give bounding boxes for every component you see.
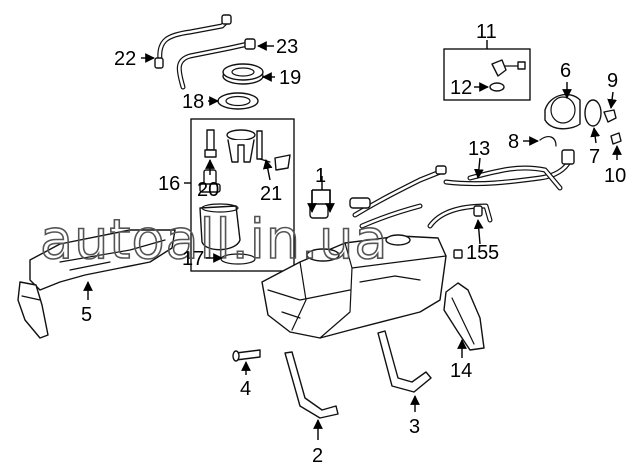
filler-pipe-13: [443, 149, 575, 191]
heat-shield-5: [17, 229, 176, 339]
tank-strap-3: [377, 330, 432, 393]
callout-18: 18: [182, 91, 204, 113]
leader-lines: [83, 40, 622, 440]
box-11: [443, 48, 531, 101]
callout-21: 21: [260, 183, 282, 205]
callout-3: 3: [409, 416, 420, 438]
callout-10: 10: [604, 165, 626, 187]
callout-20: 20: [197, 179, 219, 201]
lock-ring-19: [222, 63, 264, 85]
bolt-4: [232, 349, 261, 362]
callout-5-right: 5: [488, 242, 499, 264]
callout-2: 2: [312, 445, 323, 467]
callout-14: 14: [450, 360, 472, 382]
vent-hoses: [309, 165, 493, 229]
callout-9: 9: [607, 70, 618, 92]
gasket-18: [217, 92, 259, 110]
callout-22: 22: [114, 48, 136, 70]
watermark-text: autoall.in.ua: [40, 208, 389, 271]
gasket-7: [584, 99, 602, 127]
screw-9: [603, 109, 617, 123]
fuel-line-23: [176, 38, 256, 90]
filler-housing-6: [544, 93, 581, 130]
callout-16: 16: [158, 173, 180, 195]
callout-4: 4: [240, 378, 251, 400]
clamp-15: [453, 205, 483, 259]
callout-23: 23: [276, 36, 298, 58]
callout-labels: 1 2 3 4 5 5 6 7 8 9 10 11 12 13 14 15 16…: [81, 21, 626, 467]
callout-19: 19: [279, 67, 301, 89]
callout-13: 13: [468, 138, 490, 160]
tank-strap-2: [284, 351, 339, 419]
callout-17: 17: [182, 248, 204, 270]
callout-11: 11: [476, 21, 497, 43]
callout-15: 15: [466, 242, 488, 264]
callout-7: 7: [589, 146, 600, 168]
clip-8: [539, 136, 557, 147]
callout-12: 12: [450, 77, 472, 99]
callout-1: 1: [315, 165, 326, 187]
screw-10: [610, 132, 622, 145]
callout-5-left: 5: [81, 304, 92, 326]
protector-14: [443, 282, 485, 351]
callout-8: 8: [508, 131, 519, 153]
fuel-tank-1: [261, 234, 447, 339]
callout-6: 6: [560, 60, 571, 82]
fuel-line-22: [154, 14, 232, 69]
